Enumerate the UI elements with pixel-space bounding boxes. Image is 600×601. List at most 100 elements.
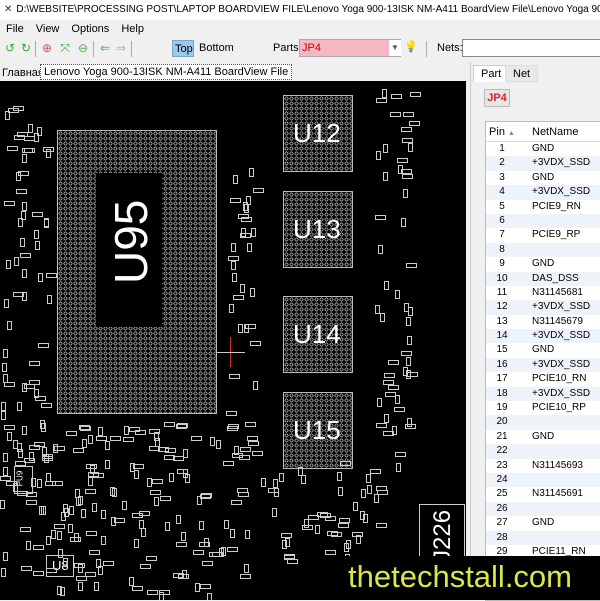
smd-pad — [44, 481, 56, 487]
zoom-fit-icon[interactable]: ⤧ — [60, 41, 70, 55]
smd-pad — [394, 451, 406, 457]
column-pin[interactable]: Pin ▲ — [486, 122, 524, 141]
menu-options[interactable]: Options — [71, 23, 110, 35]
j226-connector[interactable] — [419, 504, 465, 600]
pin-number: 3 — [499, 171, 505, 183]
table-row[interactable]: 14+3VDX_SSD — [486, 329, 600, 344]
smd-pad — [43, 218, 49, 228]
smd-pad — [14, 135, 26, 141]
window-title: D:\WEBSITE\PROCESSING POST\LAPTOP BOARDV… — [16, 4, 600, 15]
tab-part[interactable]: Part — [473, 65, 510, 82]
table-row[interactable]: 2+3VDX_SSD — [486, 156, 600, 171]
smd-pad — [4, 299, 10, 309]
smd-pad — [122, 437, 134, 443]
table-row[interactable]: 26 — [486, 501, 600, 517]
pin-number: 17 — [496, 373, 508, 385]
smd-pad — [160, 496, 172, 502]
zoom-out-icon[interactable]: ⊖ — [77, 41, 89, 55]
rotate-left-icon[interactable]: ↺ — [4, 41, 16, 55]
rotate-right-icon[interactable]: ↻ — [20, 41, 32, 55]
table-row[interactable]: 28 — [486, 530, 600, 545]
smd-pad — [41, 453, 53, 459]
tab-home[interactable]: Главная — [2, 67, 44, 79]
smd-pad — [246, 435, 258, 441]
part-button[interactable]: JP4 — [484, 89, 510, 107]
lightbulb-icon[interactable]: 💡 — [404, 41, 418, 53]
net-name — [524, 243, 532, 257]
table-row[interactable]: 18+3VDX_SSD — [486, 386, 600, 402]
bottom-side-button[interactable]: Bottom — [199, 42, 234, 54]
smd-pad — [314, 524, 320, 534]
smd-pad — [377, 397, 383, 407]
u13-package[interactable] — [283, 191, 353, 268]
tab-net[interactable]: Net — [505, 65, 539, 82]
zoom-in-icon[interactable]: ⊕ — [41, 41, 53, 55]
u12-label: U12 — [293, 118, 341, 148]
parts-combobox[interactable]: JP4 — [299, 39, 401, 57]
menu-file[interactable]: File — [6, 23, 24, 35]
smd-pad — [85, 571, 96, 577]
table-row[interactable]: 20 — [486, 415, 600, 430]
menu-view[interactable]: View — [35, 23, 60, 35]
smd-pad — [248, 168, 254, 178]
smd-pad — [387, 360, 399, 366]
table-row[interactable]: 4+3VDX_SSD — [486, 185, 600, 200]
table-row[interactable]: 24 — [486, 472, 600, 488]
u15-package[interactable] — [283, 392, 353, 469]
tab-boardview-file[interactable]: Lenovo Yoga 900-13ISK NM-A411 BoardView … — [40, 64, 293, 80]
u14-package[interactable] — [283, 296, 353, 373]
smd-pad — [13, 292, 25, 298]
pu9-component[interactable] — [14, 466, 33, 494]
net-name: +3VDX_SSD — [532, 387, 591, 399]
smd-pad — [244, 563, 250, 573]
table-row[interactable]: 8 — [486, 242, 600, 258]
smd-pad — [73, 562, 85, 568]
back-arrow-icon[interactable]: ⇐ — [99, 41, 111, 55]
board-canvas[interactable]: U95 U12 U13 U14 U15 J226 PU9 U8 — [0, 81, 466, 600]
u8-component[interactable] — [46, 555, 74, 577]
smd-pad — [391, 426, 397, 436]
smd-pad — [17, 171, 29, 176]
net-name: PCIE9_RP — [532, 229, 581, 241]
chevron-down-icon[interactable]: ▼ — [389, 40, 401, 56]
smd-pad — [327, 530, 339, 536]
smd-pad — [230, 260, 236, 270]
smd-pad — [337, 486, 343, 496]
smd-pad — [408, 120, 420, 126]
smd-pad — [96, 436, 108, 442]
table-row[interactable]: 6 — [486, 213, 600, 229]
nets-input[interactable] — [462, 39, 600, 57]
smd-pad — [232, 294, 244, 300]
smd-pad — [110, 436, 122, 442]
smd-pad — [338, 518, 350, 524]
u12-package[interactable] — [283, 95, 353, 172]
net-name: PCIE9_RN — [532, 200, 581, 212]
smd-pad — [21, 383, 27, 393]
forward-arrow-icon[interactable]: ⇒ — [115, 41, 127, 55]
column-netname[interactable]: NetName — [532, 126, 579, 138]
menu-help[interactable]: Help — [121, 23, 144, 35]
top-side-button[interactable]: Top — [172, 40, 194, 57]
table-row[interactable]: 12+3VDX_SSD — [486, 300, 600, 315]
table-row[interactable]: 22 — [486, 444, 600, 459]
smd-pad — [183, 449, 189, 459]
separator — [131, 41, 132, 57]
table-row[interactable]: 16+3VDX_SSD — [486, 357, 600, 373]
smd-pad — [403, 111, 415, 117]
